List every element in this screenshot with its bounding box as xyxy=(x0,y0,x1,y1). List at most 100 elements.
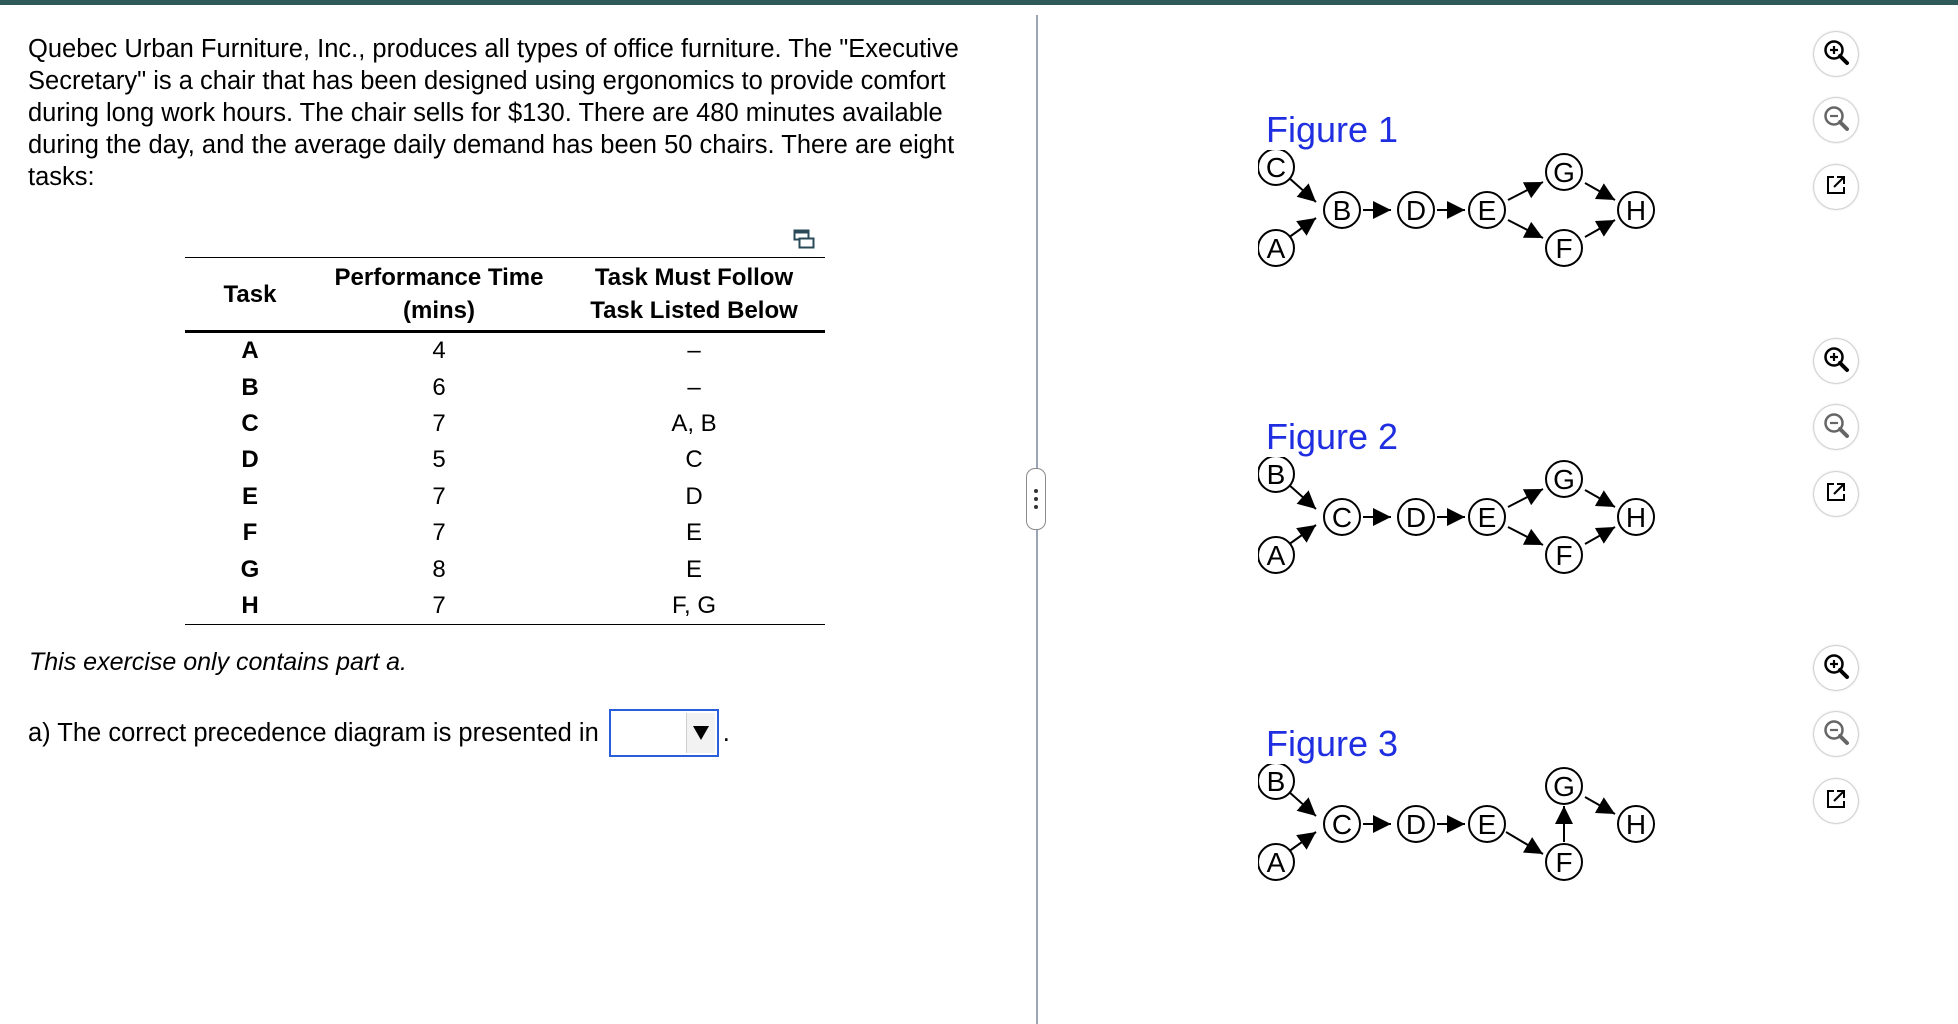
figure-1-title: Figure 1 xyxy=(1266,109,1399,150)
follow-cell: C xyxy=(685,446,703,474)
svg-text:E: E xyxy=(1478,809,1497,840)
follow-cell: E xyxy=(685,555,702,583)
figure-1-pop-out-button[interactable] xyxy=(1814,165,1858,209)
question-a: a) The correct precedence diagram is pre… xyxy=(28,709,730,757)
svg-text:B: B xyxy=(1267,766,1286,797)
col-header-time: Performance Time (mins) xyxy=(315,258,563,332)
figure-select-dropdown[interactable] xyxy=(608,709,719,757)
time-cell: 7 xyxy=(432,519,446,547)
handle-dot xyxy=(1034,497,1038,501)
question-suffix: . xyxy=(722,718,730,747)
svg-text:G: G xyxy=(1553,771,1575,802)
task-cell: B xyxy=(241,373,259,401)
zoom-out-icon xyxy=(1822,718,1850,751)
resize-handle[interactable] xyxy=(1026,468,1046,530)
question-prefix: a) The correct precedence diagram is pre… xyxy=(28,718,599,747)
col-header-time-line1: Performance Time xyxy=(334,264,544,291)
figure-2-pop-out-button[interactable] xyxy=(1814,472,1858,516)
figure-1-diagram: C A B D E G F H xyxy=(1258,150,1655,267)
svg-text:H: H xyxy=(1626,809,1646,840)
svg-text:D: D xyxy=(1406,502,1426,533)
follow-cell: E xyxy=(685,519,702,547)
col-header-follow-line1: Task Must Follow xyxy=(594,264,794,291)
follow-cell: A, B xyxy=(671,409,717,437)
figure-3-pop-out-button[interactable] xyxy=(1814,779,1858,823)
handle-dot xyxy=(1034,489,1038,493)
svg-text:H: H xyxy=(1626,195,1646,226)
figure-1: Figure 1 C A B D E G F H xyxy=(1258,110,1758,310)
svg-text:E: E xyxy=(1478,195,1497,226)
time-cell: 7 xyxy=(432,591,446,619)
figure-1-zoom-in-button[interactable] xyxy=(1814,32,1858,76)
table-row: A 4 – xyxy=(185,332,825,370)
svg-text:B: B xyxy=(1267,459,1286,490)
table-row: C 7 A, B xyxy=(185,406,825,442)
svg-text:A: A xyxy=(1267,847,1286,878)
figure-2-zoom-in-button[interactable] xyxy=(1814,339,1858,383)
svg-text:G: G xyxy=(1553,464,1575,495)
time-cell: 7 xyxy=(432,482,446,510)
pop-out-icon xyxy=(1824,173,1848,202)
task-cell: E xyxy=(241,482,258,510)
col-header-follow-line2: Task Listed Below xyxy=(590,297,798,324)
figure-3: Figure 3 B A C D E G F H xyxy=(1258,724,1758,924)
svg-text:F: F xyxy=(1555,847,1572,878)
table-row: B 6 – xyxy=(185,369,825,405)
figure-2-zoom-out-button[interactable] xyxy=(1814,405,1858,449)
figure-3-diagram: B A C D E G F H xyxy=(1258,764,1655,881)
follow-cell: – xyxy=(687,337,701,365)
task-cell: H xyxy=(241,591,259,619)
svg-text:H: H xyxy=(1626,502,1646,533)
table-header-row: Task Performance Time (mins) Task Must F… xyxy=(185,257,825,332)
svg-text:A: A xyxy=(1267,233,1286,264)
follow-cell: D xyxy=(685,482,703,510)
svg-text:B: B xyxy=(1333,195,1352,226)
col-header-task: Task xyxy=(223,280,277,308)
svg-text:F: F xyxy=(1555,233,1572,264)
svg-text:C: C xyxy=(1332,809,1352,840)
table-row: E 7 D xyxy=(185,479,825,515)
time-cell: 4 xyxy=(432,337,446,365)
handle-dot xyxy=(1034,505,1038,509)
svg-text:A: A xyxy=(1267,540,1286,571)
figure-3-zoom-out-button[interactable] xyxy=(1814,712,1858,756)
svg-text:G: G xyxy=(1553,157,1575,188)
problem-line: during the day, and the average daily de… xyxy=(28,131,955,159)
top-bar xyxy=(0,0,1958,5)
time-cell: 6 xyxy=(432,373,446,401)
svg-text:E: E xyxy=(1478,502,1497,533)
zoom-in-icon xyxy=(1822,345,1850,378)
col-header-time-line2: (mins) xyxy=(403,297,475,324)
pop-out-icon xyxy=(1824,480,1848,509)
svg-text:F: F xyxy=(1555,540,1572,571)
problem-line: Secretary" is a chair that has been desi… xyxy=(28,67,946,95)
task-table: Task Performance Time (mins) Task Must F… xyxy=(185,257,825,625)
zoom-out-icon xyxy=(1822,411,1850,444)
follow-cell: – xyxy=(687,373,701,401)
table-row: G 8 E xyxy=(185,551,825,587)
time-cell: 8 xyxy=(432,555,446,583)
copy-table-icon[interactable] xyxy=(793,229,815,249)
table-row: H 7 F, G xyxy=(185,588,825,625)
problem-line: tasks: xyxy=(28,163,95,191)
problem-line: during long work hours. The chair sells … xyxy=(28,99,943,127)
svg-text:D: D xyxy=(1406,195,1426,226)
figure-1-zoom-out-button[interactable] xyxy=(1814,98,1858,142)
problem-line: Quebec Urban Furniture, Inc., produces a… xyxy=(28,35,959,63)
svg-text:D: D xyxy=(1406,809,1426,840)
figure-3-title: Figure 3 xyxy=(1266,723,1399,764)
zoom-in-icon xyxy=(1822,652,1850,685)
time-cell: 7 xyxy=(432,409,446,437)
zoom-out-icon xyxy=(1822,104,1850,137)
question-panel: Quebec Urban Furniture, Inc., produces a… xyxy=(0,5,1036,1024)
task-cell: D xyxy=(241,446,259,474)
task-cell: C xyxy=(241,409,259,437)
table-row: F 7 E xyxy=(185,515,825,551)
figure-3-zoom-in-button[interactable] xyxy=(1814,646,1858,690)
figure-2-title: Figure 2 xyxy=(1266,416,1399,457)
task-cell: A xyxy=(241,337,259,365)
dropdown-arrow-icon[interactable] xyxy=(685,713,715,753)
zoom-in-icon xyxy=(1822,38,1850,71)
svg-text:C: C xyxy=(1266,152,1286,183)
